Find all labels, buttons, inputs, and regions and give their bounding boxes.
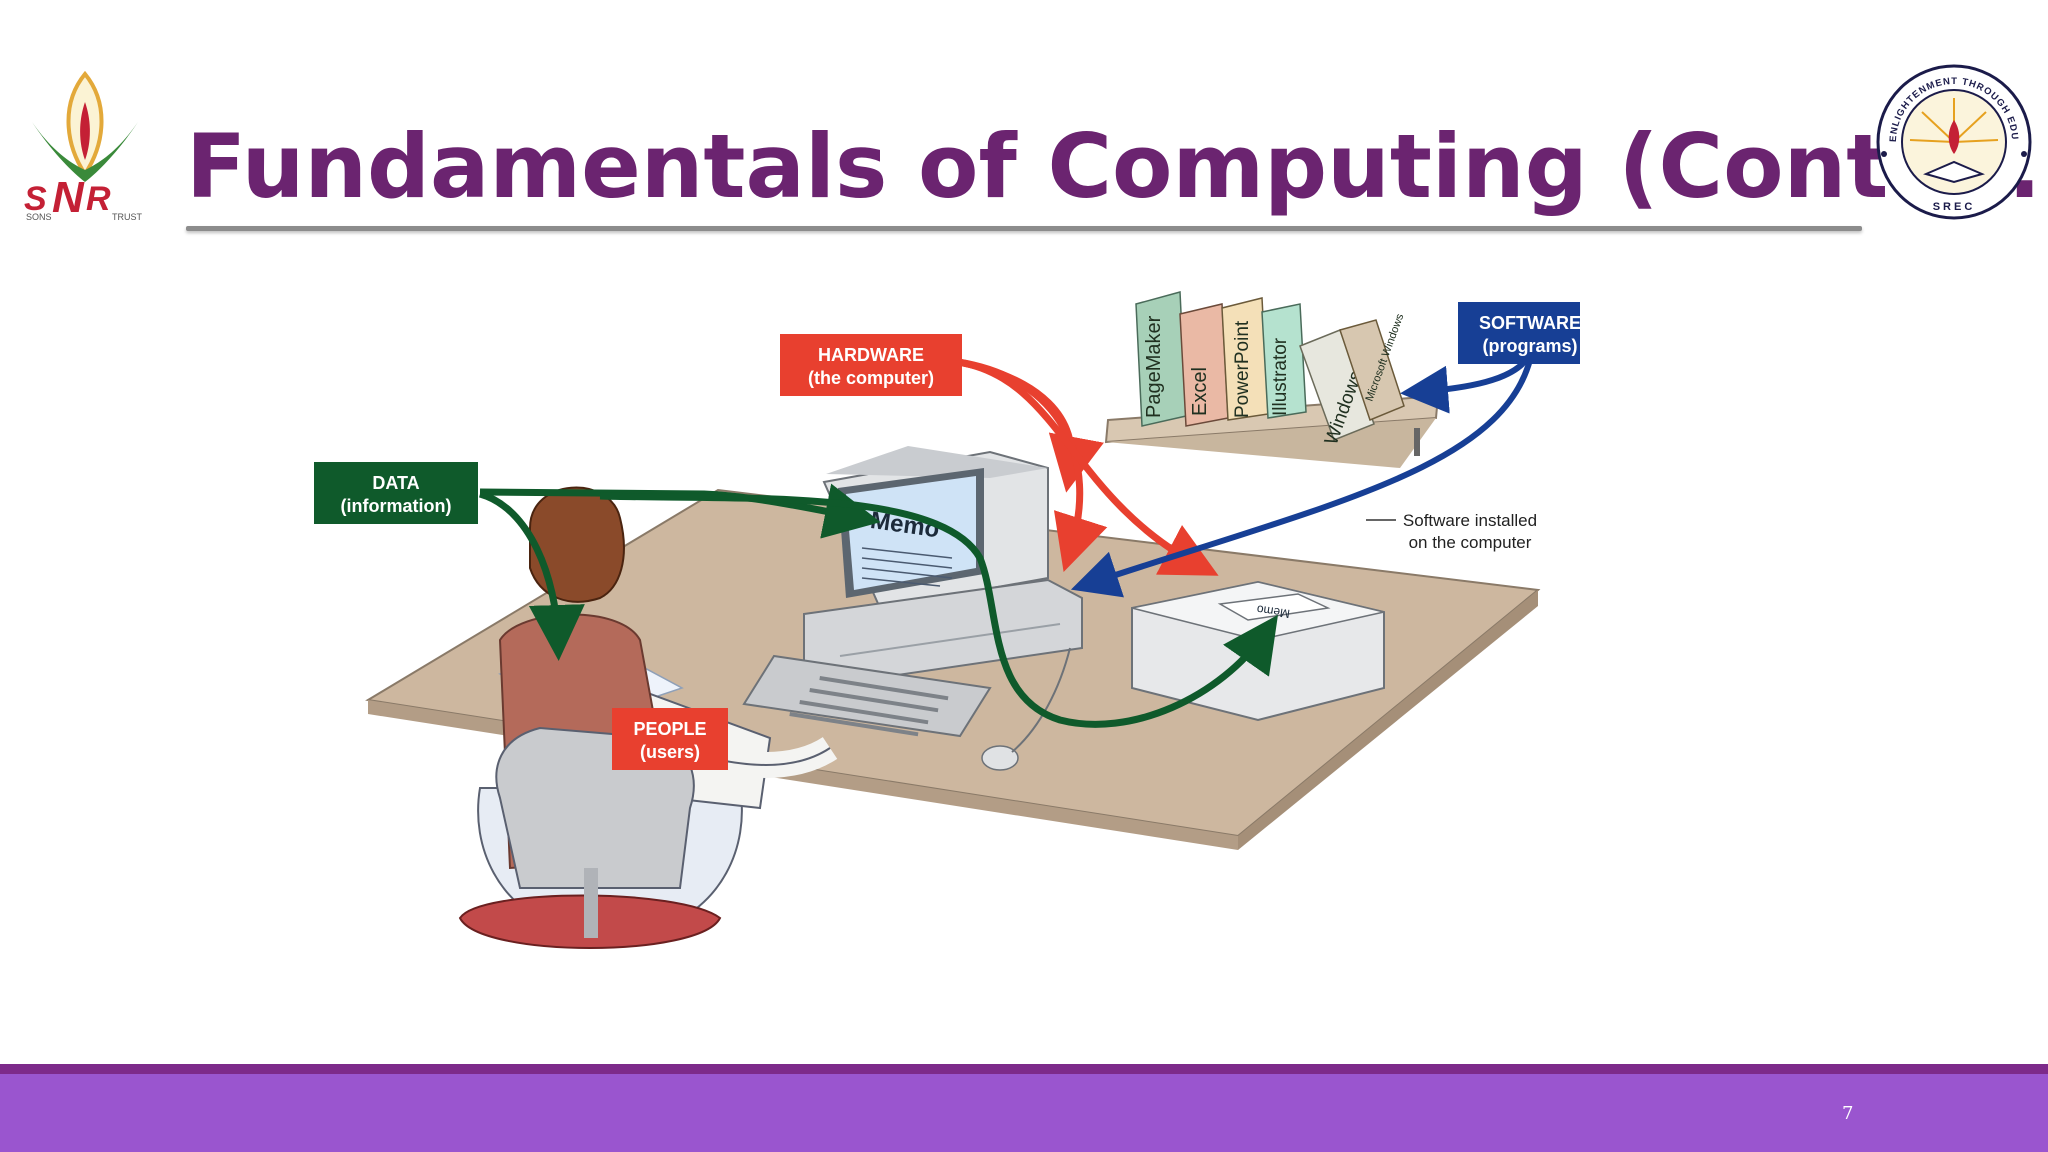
software-label-line-1: SOFTWARE <box>1479 313 1580 333</box>
computing-diagram: PageMaker Excel PowerPoint Illustrator W… <box>300 268 1602 1028</box>
data-label-line-1: DATA <box>372 473 419 493</box>
annotation-line-1: Software installed <box>1403 511 1537 530</box>
srec-seal-icon: ENLIGHTENMENT THROUGH EDUCATION SREC <box>1870 54 2032 220</box>
computing-diagram-svg: PageMaker Excel PowerPoint Illustrator W… <box>314 291 1602 949</box>
data-label-line-2: (information) <box>341 496 452 516</box>
slide-title: Fundamentals of Computing (Contd… ) <box>186 115 2048 218</box>
book-label-pagemaker: PageMaker <box>1143 315 1165 418</box>
book-label-illustrator: Illustrator <box>1270 337 1291 416</box>
title-underline <box>186 226 1862 231</box>
footer-bar <box>0 1074 2048 1152</box>
book-illustrator: Illustrator <box>1261 303 1307 419</box>
book-label-powerpoint: PowerPoint <box>1232 320 1253 418</box>
hardware-arrow-to-printer <box>957 358 1219 576</box>
data-arrow-to-paper <box>478 490 585 661</box>
keyboard <box>742 654 992 738</box>
snr-sub-left: SONS <box>26 212 52 222</box>
snr-logo: S N R SONS TRUST <box>22 62 148 222</box>
people-label: PEOPLE (users) <box>612 708 728 770</box>
snr-sub-right: TRUST <box>112 212 142 222</box>
book-powerpoint: PowerPoint <box>1221 297 1269 421</box>
mouse <box>981 647 1071 771</box>
software-arrow-to-shelf <box>1400 357 1529 414</box>
snr-wordmark-s: S <box>24 180 47 218</box>
data-arrow-to-printer <box>599 492 1279 728</box>
data-label: DATA (information) <box>314 462 478 524</box>
annotation-line-2: on the computer <box>1409 533 1532 552</box>
footer-divider <box>0 1064 2048 1074</box>
book-label-excel: Excel <box>1189 367 1211 416</box>
hardware-label-line-2: (the computer) <box>808 368 934 388</box>
book-excel: Excel <box>1179 303 1229 427</box>
snr-logo-icon: S N R SONS TRUST <box>24 70 142 222</box>
book-pagemaker: PageMaker <box>1135 291 1187 427</box>
seal-bottom-text: SREC <box>1933 201 1976 213</box>
hardware-label-line-1: HARDWARE <box>818 345 924 365</box>
hardware-label: HARDWARE (the computer) <box>780 334 962 396</box>
software-arrow-to-computer <box>1070 359 1533 598</box>
software-label-line-2: (programs) <box>1482 336 1577 356</box>
srec-logo: ENLIGHTENMENT THROUGH EDUCATION SREC <box>1870 54 2034 222</box>
people-label-line-1: PEOPLE <box>633 719 706 739</box>
page-number: 7 <box>1842 1103 1854 1124</box>
people-label-line-2: (users) <box>640 742 700 762</box>
snr-wordmark-n: N <box>52 173 85 222</box>
person-user <box>458 486 838 949</box>
snr-wordmark-r: R <box>86 180 111 218</box>
software-label: SOFTWARE (programs) <box>1458 302 1602 364</box>
